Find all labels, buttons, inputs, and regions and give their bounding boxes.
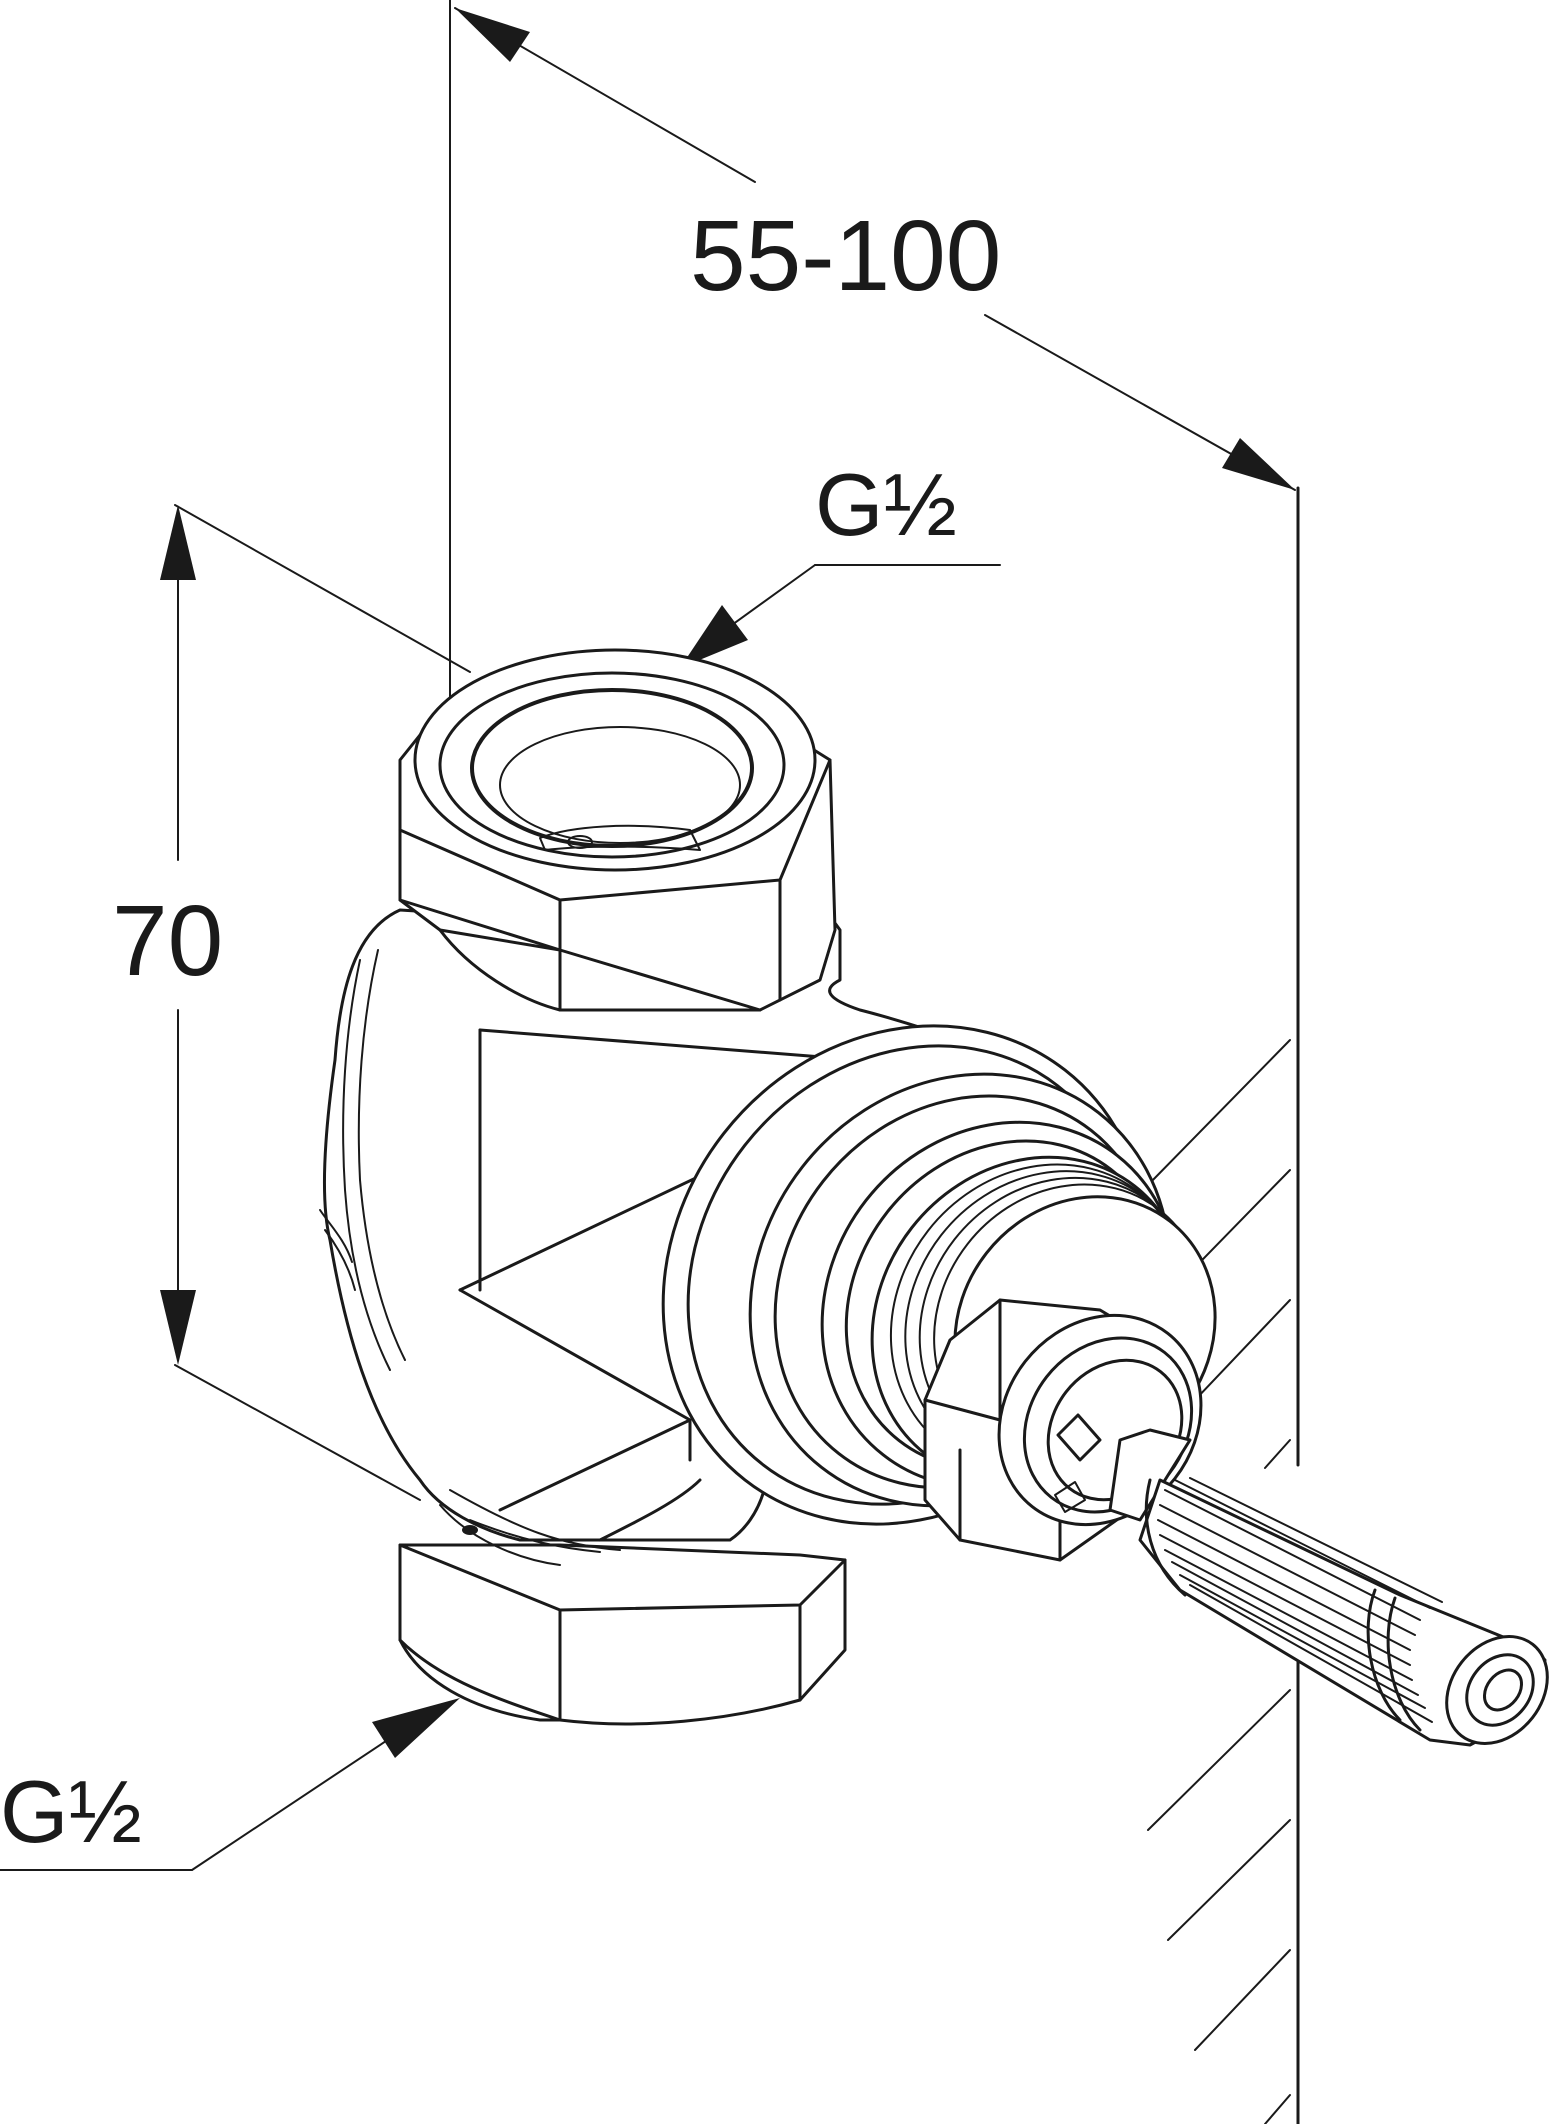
dimension-height: 70	[112, 504, 471, 1501]
arrow-head	[160, 505, 196, 580]
arrow-head	[372, 1698, 460, 1758]
top-hex-nut	[398, 648, 837, 1012]
bottom-hex-nut	[398, 1489, 847, 1726]
wall	[1147, 486, 1300, 2124]
thread-bottom-label: G½	[0, 1762, 142, 1861]
arrow-head	[680, 605, 748, 668]
thread-top-label: G½	[815, 455, 957, 554]
dimension-depth-label: 55-100	[690, 200, 1001, 312]
arrow-head	[160, 1290, 196, 1365]
dimension-depth: 55-100	[449, 0, 1296, 906]
thread-top: G½	[680, 455, 1001, 668]
thread-bottom: G½	[0, 1698, 460, 1871]
dimension-height-label: 70	[112, 885, 223, 997]
arrow-head	[455, 8, 530, 62]
valve-body	[319, 878, 992, 1542]
spindle	[1108, 1428, 1549, 1747]
arrow-head	[1222, 438, 1295, 490]
